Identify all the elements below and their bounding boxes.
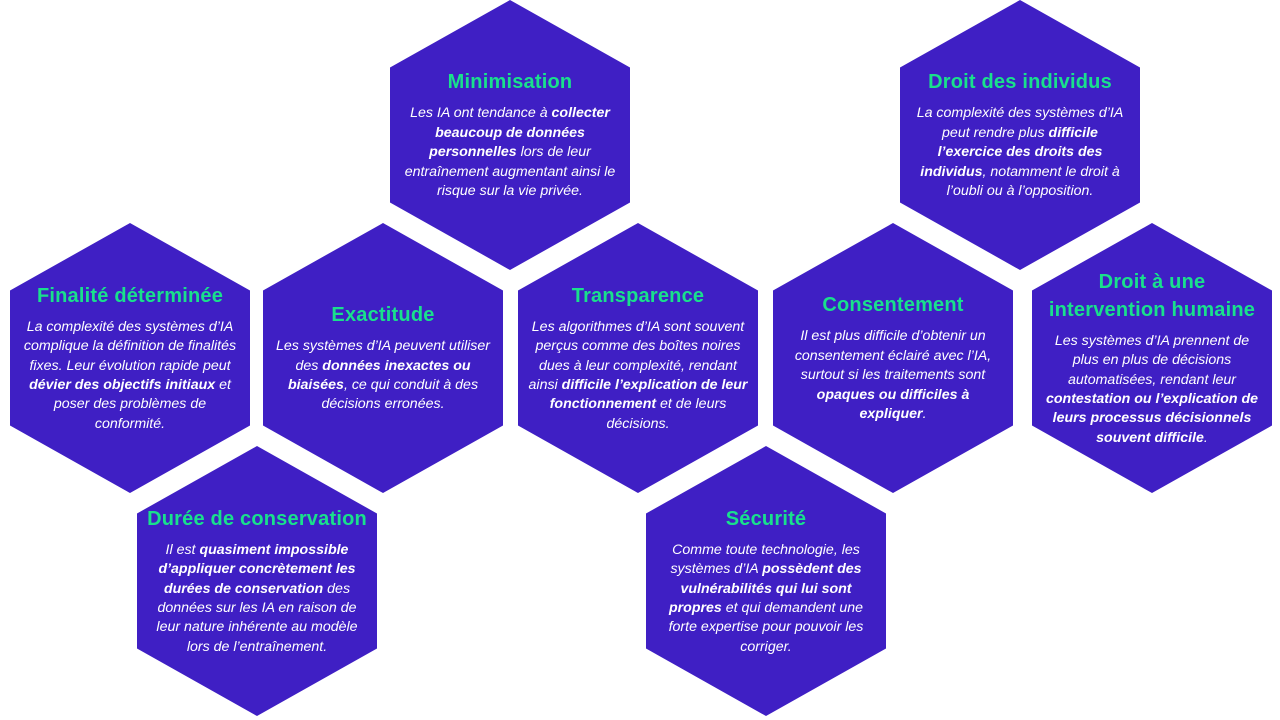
hex-description: Les systèmes d’IA prennent de plus en pl… — [1045, 332, 1259, 446]
hex-minimisation: Minimisation Les IA ont tendance à colle… — [390, 0, 630, 270]
emphasis-text: possèdent des vulnérabilités qui lui son… — [668, 561, 862, 616]
hex-description: Les systèmes d’IA peuvent utiliser des d… — [276, 338, 490, 413]
hex-description: Il est quasiment impossible d’appliquer … — [156, 541, 358, 655]
hex-transparence: Transparence Les algorithmes d’IA sont s… — [518, 223, 758, 493]
hex-description: Comme toute technologie, les systèmes d’… — [668, 541, 864, 655]
hex-consentement: Consentement Il est plus difficile d’obt… — [773, 223, 1013, 493]
hex-title: Transparence — [571, 284, 705, 307]
hex-description: Il est plus difficile d’obtenir un conse… — [794, 328, 992, 423]
hex-finalite-determinee: Finalité déterminée La complexité des sy… — [10, 223, 250, 493]
hex-description: La complexité des systèmes d’IA compliqu… — [23, 318, 237, 432]
hex-droit-des-individus: Droit des individus La complexité des sy… — [900, 0, 1140, 270]
hex-title: Droit des individus — [928, 71, 1112, 94]
hex-duree-de-conservation: Durée de conservation Il est quasiment i… — [137, 446, 377, 716]
hex-title: Sécurité — [725, 507, 807, 530]
hex-description: Les IA ont tendance à collecter beaucoup… — [404, 105, 616, 200]
emphasis-text: opaques ou difficiles à expliquer — [816, 386, 970, 423]
hex-title: Droit à une intervention humaine — [1048, 270, 1256, 321]
hex-exactitude: Exactitude Les systèmes d’IA peuvent uti… — [263, 223, 503, 493]
hex-droit-intervention-humaine: Droit à une intervention humaine Les sys… — [1032, 223, 1272, 493]
emphasis-text: difficile l’explication de leur fonction… — [549, 377, 748, 413]
emphasis-text: données inexactes ou biaisées — [287, 357, 471, 393]
emphasis-text: dévier des objectifs initiaux — [29, 377, 216, 393]
hex-description: La complexité des systèmes d’IA peut ren… — [916, 105, 1124, 200]
emphasis-text: contestation ou l’explication de leurs p… — [1045, 391, 1259, 446]
emphasis-text: quasiment impossible d’appliquer concrèt… — [158, 541, 356, 597]
hex-title: Finalité déterminée — [36, 284, 224, 307]
hex-securite: Sécurité Comme toute technologie, les sy… — [646, 446, 886, 716]
emphasis-text: difficile l’exercice des droits des indi… — [920, 124, 1103, 180]
hex-title: Consentement — [822, 294, 964, 317]
hex-title: Minimisation — [447, 71, 573, 94]
hex-description: Les algorithmes d’IA sont souvent perçus… — [528, 318, 748, 432]
hex-title: Exactitude — [331, 304, 435, 327]
emphasis-text: collecter beaucoup de données personnell… — [429, 105, 610, 161]
hex-title: Durée de conservation — [147, 507, 367, 530]
